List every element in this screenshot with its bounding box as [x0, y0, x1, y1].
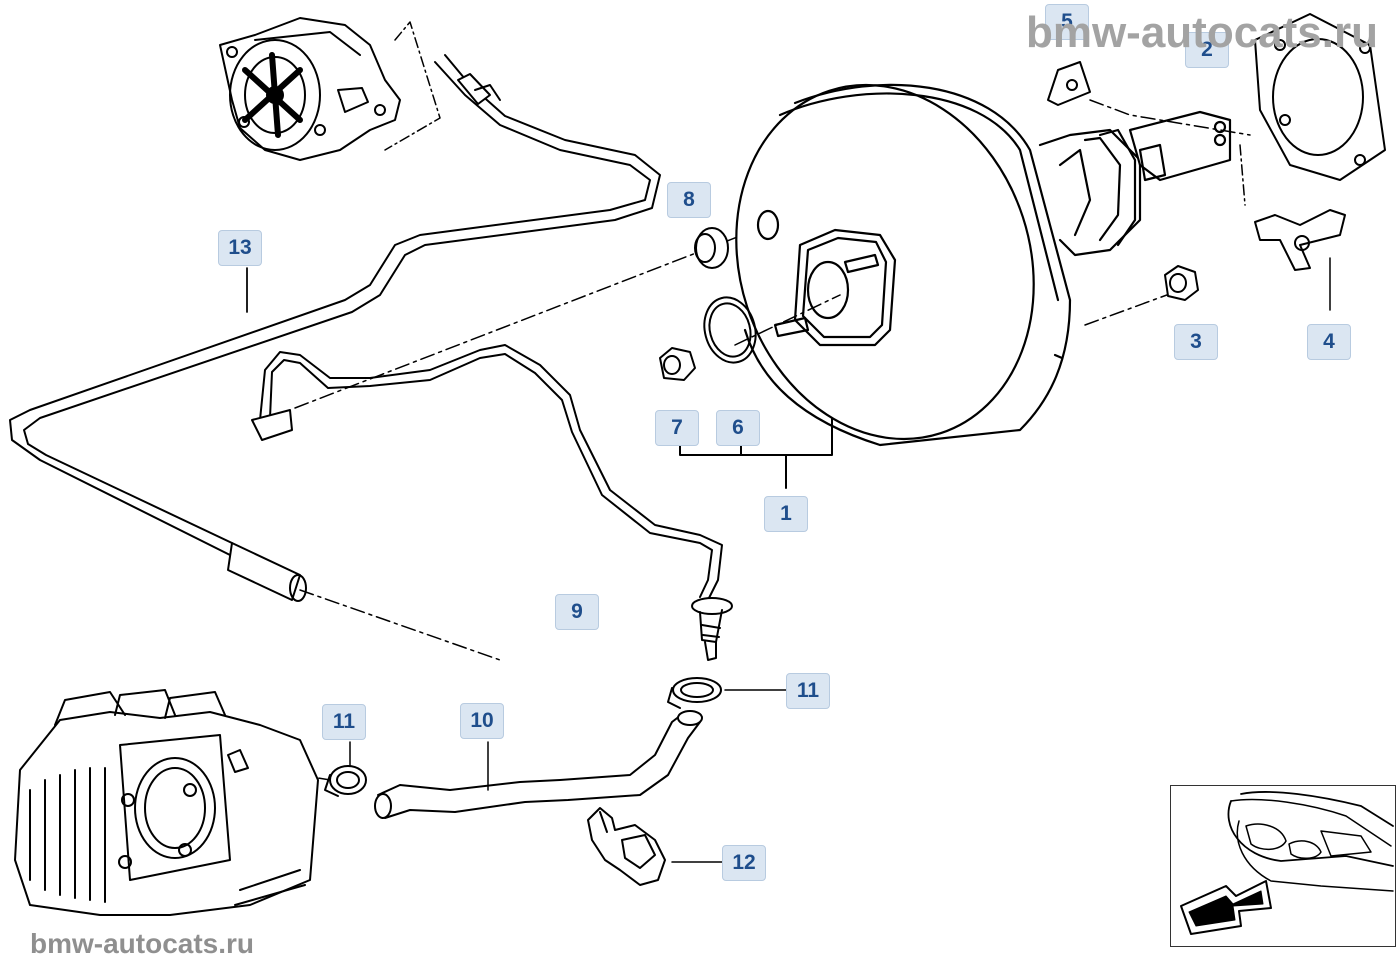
callout-2[interactable]: 2: [1185, 32, 1229, 68]
callout-12[interactable]: 12: [722, 845, 766, 881]
booster-stud-dash: [735, 292, 1175, 345]
grommet-8: [695, 228, 728, 268]
holder-12: [588, 808, 665, 885]
callout-7[interactable]: 7: [655, 410, 699, 446]
hose-clamp-11-left: [325, 766, 366, 796]
nut-7: [660, 348, 695, 380]
callout-4[interactable]: 4: [1307, 324, 1351, 360]
booster-top-dash: [1090, 100, 1250, 135]
callout-9[interactable]: 9: [555, 594, 599, 630]
callout-5[interactable]: 5: [1045, 4, 1089, 40]
o-ring-6: [697, 292, 762, 369]
callout-1[interactable]: 1: [764, 496, 808, 532]
car-front-location-icon: [1170, 785, 1396, 947]
pin-4: [1255, 210, 1345, 270]
pipe-9-dash-to-booster: [295, 236, 740, 408]
vacuum-pump-drawing: [220, 18, 400, 160]
callout-3[interactable]: 3: [1174, 324, 1218, 360]
pin-dash: [1240, 145, 1245, 205]
callout-11-left[interactable]: 11: [322, 704, 366, 740]
watermark-top: bmw-autocats.ru: [1025, 8, 1378, 57]
callout-6[interactable]: 6: [716, 410, 760, 446]
callout-11-right[interactable]: 11: [786, 673, 830, 709]
watermark-bottom: bmw-autocats.ru: [30, 928, 255, 959]
vacuum-pipe-9: [252, 345, 722, 600]
clip-5: [1048, 62, 1090, 105]
brake-booster-body: [691, 46, 1230, 478]
hose-13-dash-extension: [300, 590, 500, 660]
hose-clamp-11-right: [668, 678, 721, 708]
check-valve-drawing: [692, 598, 732, 660]
callout-10[interactable]: 10: [460, 703, 504, 739]
callout-8[interactable]: 8: [667, 182, 711, 218]
gasket-2: [1255, 14, 1385, 180]
pump-leader-dashed: [385, 22, 440, 150]
nut-3: [1165, 266, 1198, 300]
vacuum-hose-13: [10, 55, 660, 601]
intake-manifold-drawing: [15, 690, 318, 915]
callout-13[interactable]: 13: [218, 230, 262, 266]
hose-10: [375, 711, 702, 818]
